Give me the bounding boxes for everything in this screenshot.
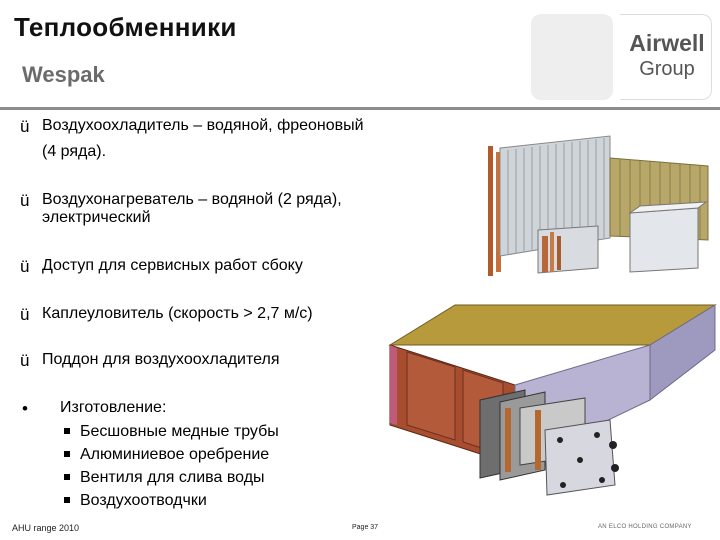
sub-bullet-item: Алюминиевое оребрение xyxy=(64,443,279,466)
logo-frame xyxy=(620,14,712,100)
square-bullet-icon xyxy=(64,474,70,480)
bullet-text: Воздухонагреватель – водяной (2 ряда), xyxy=(42,191,342,208)
copper-pipe xyxy=(488,146,493,276)
page-title: Теплообменники xyxy=(14,12,237,42)
sub-bullet-text: Бесшовные медные трубы xyxy=(80,423,279,440)
logo-square xyxy=(531,14,613,100)
check-icon: ü xyxy=(20,351,30,370)
check-icon: ü xyxy=(20,117,30,136)
bullet-text-cont: электрический xyxy=(42,209,151,226)
check-icon: ü xyxy=(20,305,30,324)
bullet-text: Воздухоохладитель – водяной, фреоновый xyxy=(42,117,364,134)
check-icon: ü xyxy=(20,257,30,276)
coil-front xyxy=(629,207,699,273)
sub-bullet-item: Бесшовные медные трубы xyxy=(64,420,279,443)
logo-line-1: Airwell xyxy=(629,30,705,56)
check-icon: ü xyxy=(20,191,30,210)
sub-bullet-list: Бесшовные медные трубы Алюминиевое оребр… xyxy=(64,420,279,512)
air-handling-unit-image xyxy=(388,304,717,496)
bullet-text-cont: (4 ряда). xyxy=(42,143,107,160)
bullet-text: Изготовление: xyxy=(60,399,167,416)
sub-bullet-text: Воздухоотводчки xyxy=(80,492,207,509)
bullet-text: Каплеуловитель (скорость > 2,7 м/с) xyxy=(42,305,313,322)
sub-bullet-text: Алюминиевое оребрение xyxy=(80,446,270,463)
logo-line-2: Group xyxy=(639,58,695,80)
page-number: Page 37 xyxy=(352,524,379,531)
footer-company: AN ELCO HOLDING COMPANY xyxy=(598,524,692,530)
bullet-dot: • xyxy=(22,399,28,418)
bullet-text: Доступ для сервисных работ сбоку xyxy=(42,257,303,274)
footer-left: AHU range 2010 xyxy=(12,523,80,533)
square-bullet-icon xyxy=(64,451,70,457)
heat-exchanger-coils-image xyxy=(488,135,709,276)
square-bullet-icon xyxy=(64,497,70,503)
square-bullet-icon xyxy=(64,428,70,434)
sub-bullet-item: Вентиля для слива воды xyxy=(64,466,279,489)
coil-frame xyxy=(499,135,611,257)
bullet-text: Поддон для воздухоохладителя xyxy=(42,351,280,368)
page-subtitle: Wespak xyxy=(22,62,105,87)
airwell-logo: Airwell Group xyxy=(624,30,710,82)
copper-pipe xyxy=(496,152,501,272)
sub-bullet-item: Воздухоотводчки xyxy=(64,489,279,512)
sub-bullet-text: Вентиля для слива воды xyxy=(80,469,265,486)
header-divider xyxy=(0,107,720,110)
